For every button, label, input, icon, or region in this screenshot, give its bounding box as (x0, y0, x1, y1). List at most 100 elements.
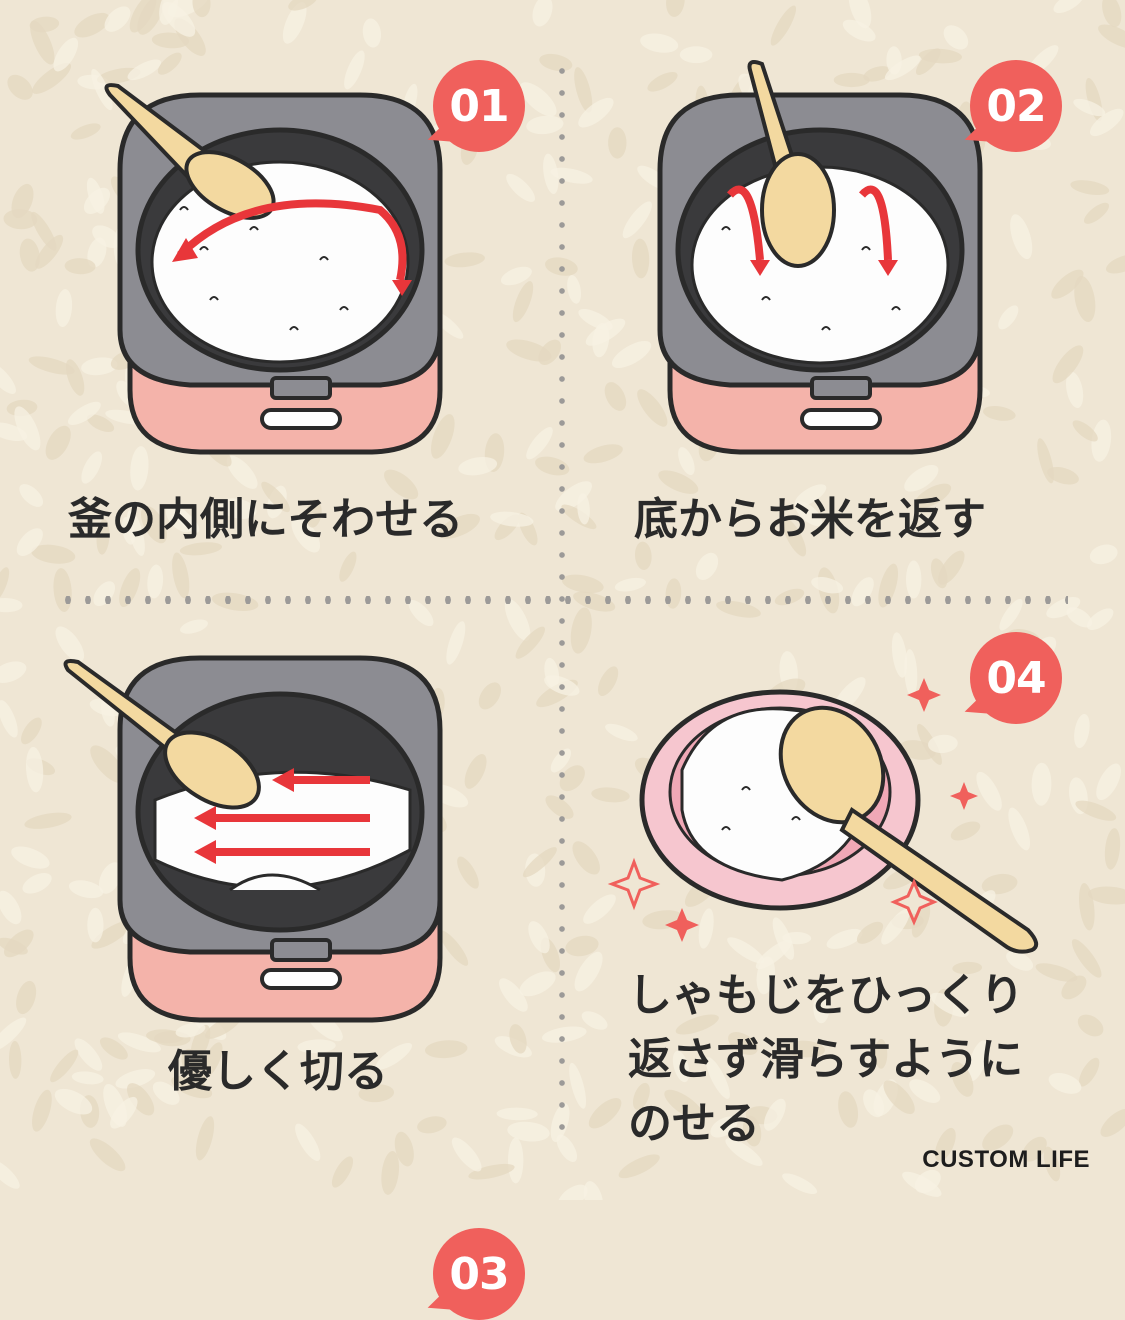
rice-grain-texture (288, 0, 318, 11)
rice-grain-texture (24, 812, 72, 829)
rice-grain-texture (543, 153, 559, 194)
rice-grain-texture (1075, 800, 1117, 821)
step-number-badge: 02 (970, 60, 1062, 152)
rice-grain-texture (64, 258, 96, 275)
rice-grain-texture (557, 1184, 588, 1200)
rice-cooker (657, 92, 983, 455)
rice-grain-texture (54, 1088, 93, 1115)
rice-grain-texture (98, 862, 122, 894)
rice-grain-texture (446, 621, 466, 665)
rice-grain-texture (121, 516, 136, 545)
rice-grain-texture (672, 1050, 690, 1083)
rice-grain-texture (55, 626, 85, 662)
rice-grain-texture (856, 921, 884, 944)
rice-grain-texture (605, 723, 638, 742)
rice-grain-texture (967, 1040, 988, 1082)
rice-grain-texture (1053, 0, 1084, 14)
rice-grain-texture (1047, 466, 1079, 485)
rice-grain-texture (881, 908, 910, 945)
rice-grain-texture (192, 0, 211, 18)
rice-grain-texture (71, 1071, 104, 1085)
rice-grain-texture (1066, 607, 1093, 628)
rice-grain-texture (567, 275, 582, 304)
rice-paddle (63, 659, 261, 810)
rice-grain-texture (1046, 596, 1081, 619)
rice-grain-texture (0, 1017, 27, 1052)
rice-grain-texture (171, 1075, 213, 1099)
rice-grain-texture (19, 238, 40, 272)
rice-grain-texture (976, 771, 1002, 811)
rice-grain-texture (640, 33, 679, 53)
rice-grain-texture (577, 493, 590, 525)
rice-grain-texture (87, 237, 107, 268)
rice-grain-texture (1010, 214, 1033, 260)
rice-grain-texture (1098, 24, 1125, 49)
rice-cooker-illustration (657, 60, 983, 455)
rice-grain-texture (0, 567, 10, 602)
rice-grain-texture (500, 266, 532, 286)
step-caption: 優しく切る (168, 1046, 388, 1097)
rice-cooker-illustration (63, 655, 443, 1023)
rice-grain-texture (0, 597, 23, 613)
rice-grain-texture (998, 305, 1019, 330)
rice-grain-texture (519, 971, 556, 997)
rice-grain-texture (458, 456, 498, 476)
rice-grain-texture (785, 1040, 825, 1058)
rice-grain-texture (583, 444, 623, 464)
rice-grain-texture (833, 72, 870, 88)
rice-grain-texture (675, 1014, 719, 1035)
rice-grain-texture (1091, 419, 1112, 462)
rice-grain-texture (1074, 275, 1096, 323)
rice-grain-texture (0, 937, 28, 955)
rice-grain-texture (339, 551, 357, 582)
rice-grain-texture (175, 1022, 206, 1038)
rice-paddle (747, 60, 836, 268)
rice-grain-texture (305, 499, 322, 528)
rice-grain-texture (838, 1091, 859, 1128)
rice-grain-texture (1051, 269, 1084, 299)
rice-grain-texture (104, 6, 131, 32)
rice-grain-texture (813, 990, 830, 1024)
rice-grain-texture (728, 1032, 758, 1055)
rice-grain-texture (585, 318, 626, 346)
rice-grain-texture (381, 1150, 400, 1195)
rice-grain-texture (588, 1097, 622, 1129)
rice-grain-texture (658, 470, 699, 494)
rice-grain-texture (30, 20, 55, 65)
rice-grain-texture (0, 890, 22, 925)
rice-grain-texture (532, 0, 553, 27)
rice-grain-texture (1070, 180, 1110, 196)
rice-grain-texture (140, 505, 168, 544)
rice-grain-texture (219, 498, 257, 519)
rice-grain-texture (891, 632, 908, 678)
rice-grain-texture (886, 46, 902, 75)
rice-grain-texture (727, 937, 765, 964)
step-panel-03: 03 優しく切る (0, 600, 562, 1320)
rice-grain-texture (451, 1137, 482, 1172)
rice-grain-texture (608, 127, 627, 159)
rice-grain-texture (1074, 713, 1090, 749)
rice-grain-texture (147, 564, 164, 599)
rice-grain-texture (1072, 420, 1098, 442)
step-panel-02: 02 底からお米を返す (562, 0, 1124, 600)
rice-grain-texture (96, 519, 110, 555)
rice-grain-texture (950, 821, 981, 841)
rice-grain-texture (556, 1134, 578, 1162)
rice-grain-texture (1105, 254, 1125, 274)
rice-grain-texture (16, 980, 37, 1015)
rice-grain-texture (591, 787, 630, 803)
rice-grain-texture (92, 225, 121, 249)
rice-grain-texture (509, 1024, 527, 1054)
rice-grain-texture (583, 1181, 604, 1200)
rice-grain-texture (578, 97, 614, 128)
rice-grain-texture (647, 71, 678, 92)
step-caption: しゃもじをひっくり 返さず滑らすように のせる (628, 970, 1024, 1149)
rice-grain-texture (127, 1083, 155, 1116)
rice-grain-texture (362, 18, 382, 48)
rice-grain-texture (506, 173, 536, 202)
rice-grain-texture (1102, 0, 1122, 28)
rice-grain-texture (559, 765, 585, 792)
step-number-badge: 04 (970, 632, 1062, 724)
rice-grain-texture (928, 734, 958, 754)
rice-cooker (117, 655, 443, 1023)
